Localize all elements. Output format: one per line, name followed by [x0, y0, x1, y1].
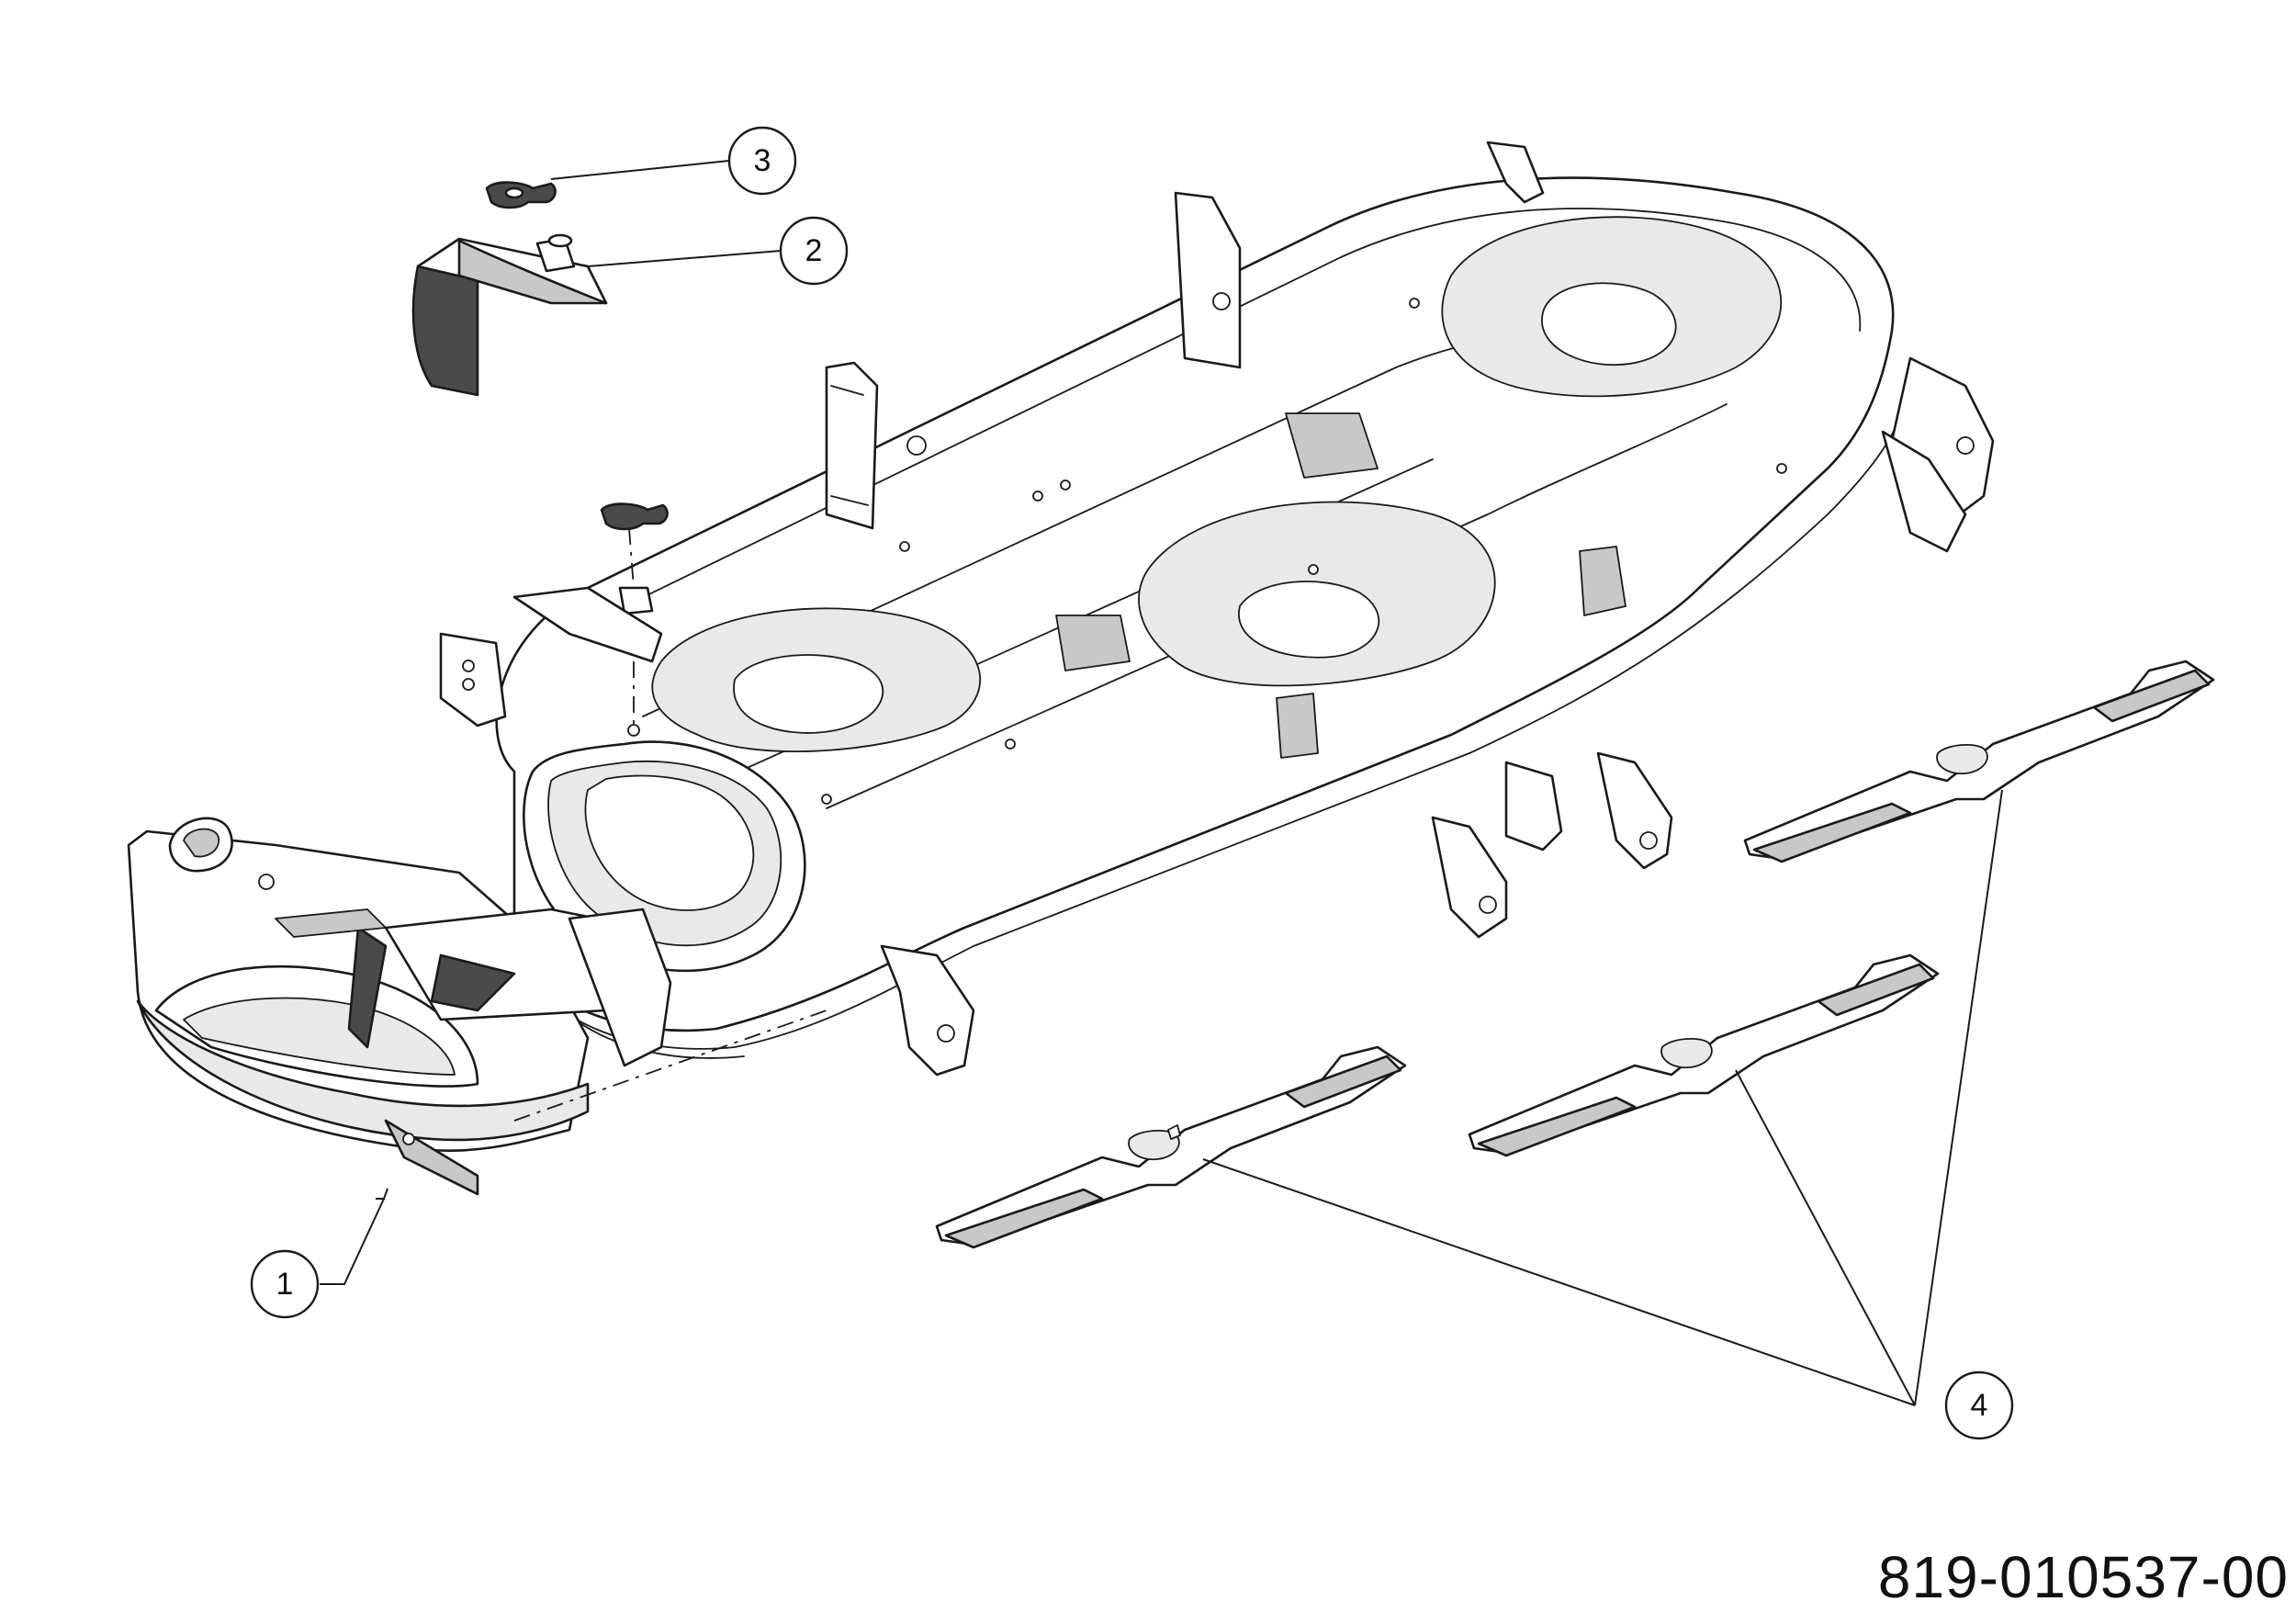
callout-4: 4	[1944, 1370, 2014, 1440]
part-1-discharge-chute	[127, 817, 672, 1196]
part-2-deflector	[411, 233, 608, 397]
part-4-blade-right	[1743, 660, 2215, 863]
callout-3: 3	[727, 126, 797, 196]
callout-2-label: 2	[805, 233, 823, 268]
callout-3-label: 3	[754, 143, 771, 178]
callout-4-label: 4	[1971, 1388, 1988, 1423]
part-4-blade-left	[935, 1045, 1407, 1249]
callout-2: 2	[779, 216, 849, 286]
part-4-blade-middle	[1468, 953, 1940, 1157]
part-3-wing-knob	[485, 181, 557, 209]
callout-1: 1	[250, 1249, 320, 1319]
deck-knob-assembly	[512, 502, 669, 737]
mower-deck	[439, 141, 1995, 1077]
callout-1-label: 1	[276, 1267, 294, 1302]
drawing-number: 819-010537-00	[1877, 1544, 2289, 1610]
